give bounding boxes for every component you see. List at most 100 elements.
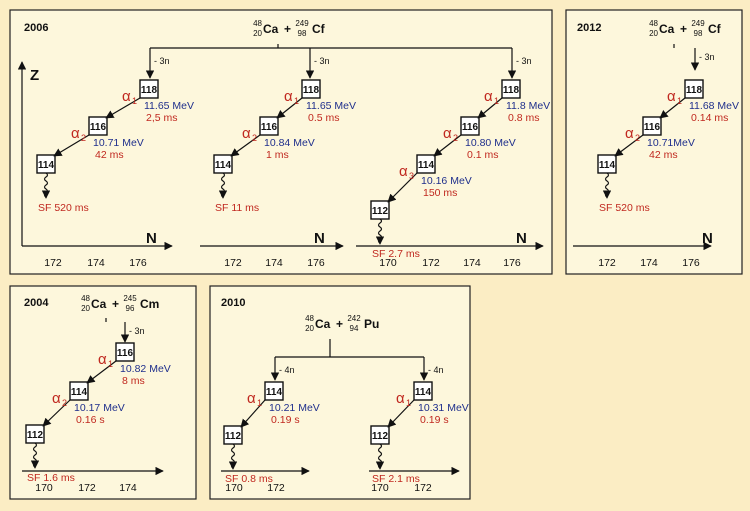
alpha-symbol: α <box>484 88 493 105</box>
plus-sign: + <box>680 22 687 36</box>
nucleus-box <box>642 116 662 136</box>
nucleus-box <box>88 116 108 136</box>
nucleus-box <box>301 79 321 99</box>
neutron-number-tick: 172 <box>78 482 96 494</box>
decay-lifetime: 0.16 s <box>76 414 105 426</box>
nucleus-z-label: 118 <box>503 85 520 96</box>
decay-lifetime: 0.1 ms <box>467 149 499 161</box>
nucleus-z-label: 116 <box>644 122 661 133</box>
neutron-number-tick: 174 <box>265 257 283 269</box>
nucleus-z-label: 116 <box>261 122 278 133</box>
neutron-loss-label: - 3n <box>314 56 330 66</box>
neutron-number-tick: 174 <box>87 257 105 269</box>
alpha-symbol: α <box>284 88 293 105</box>
projectile-atomic-number: 20 <box>305 324 314 333</box>
neutron-loss-label: - 3n <box>129 326 145 336</box>
decay-lifetime: 42 ms <box>649 149 678 161</box>
spontaneous-fission-label: SF 1.6 ms <box>27 472 75 484</box>
alpha-index: 1 <box>132 96 137 106</box>
neutron-number-tick: 172 <box>422 257 440 269</box>
nucleus-z-label: 114 <box>215 160 232 171</box>
neutron-number-tick: 170 <box>379 257 397 269</box>
nucleus-box <box>684 79 704 99</box>
alpha-symbol: α <box>625 125 634 142</box>
target-mass-number: 242 <box>347 314 361 323</box>
panel-year: 2004 <box>24 297 49 309</box>
alpha-energy: 11.8 MeV <box>506 100 550 112</box>
alpha-index: 1 <box>677 96 682 106</box>
panel-frame <box>565 9 743 275</box>
alpha-symbol: α <box>52 390 61 407</box>
decay-lifetime: 1 ms <box>266 149 289 161</box>
neutron-number-tick: 172 <box>598 257 616 269</box>
neutron-loss-label: - 3n <box>516 56 532 66</box>
panel-frame <box>9 9 553 275</box>
alpha-energy: 10.17 MeV <box>74 402 125 414</box>
nucleus-z-label: 118 <box>303 85 320 96</box>
projectile-symbol: Ca <box>659 22 675 36</box>
alpha-energy: 10.84 MeV <box>264 137 315 149</box>
alpha-energy: 10.71MeV <box>647 137 695 149</box>
spontaneous-fission-label: SF 2.1 ms <box>372 473 420 485</box>
spontaneous-fission-label: SF 520 ms <box>38 202 89 214</box>
target-symbol: Pu <box>364 317 379 331</box>
alpha-decay-arrow <box>387 172 418 203</box>
alpha-symbol: α <box>443 125 452 142</box>
decay-lifetime: 0.19 s <box>420 414 449 426</box>
neutron-number-tick: 170 <box>225 482 243 494</box>
alpha-symbol: α <box>396 390 405 407</box>
neutron-number-tick: 172 <box>224 257 242 269</box>
plus-sign: + <box>284 22 291 36</box>
decay-lifetime: 0.5 ms <box>308 112 340 124</box>
nucleus-z-label: 116 <box>90 122 107 133</box>
neutron-loss-label: - 3n <box>699 52 715 62</box>
panel-year: 2006 <box>24 22 48 34</box>
neutron-number-tick: 170 <box>371 482 389 494</box>
nucleus-z-label: 112 <box>372 431 389 442</box>
nucleus-z-label: 114 <box>266 387 283 398</box>
nucleus-box <box>69 381 89 401</box>
alpha-symbol: α <box>399 163 408 180</box>
plus-sign: + <box>336 317 343 331</box>
nucleus-box <box>264 381 284 401</box>
decay-lifetime: 2,5 ms <box>146 112 178 124</box>
neutron-number-tick: 174 <box>119 482 137 494</box>
alpha-index: 3 <box>409 171 414 181</box>
neutron-number-tick: 174 <box>640 257 658 269</box>
nucleus-z-label: 114 <box>415 387 432 398</box>
nucleus-z-label: 114 <box>418 160 435 171</box>
alpha-energy: 11.65 MeV <box>144 100 194 112</box>
projectile-atomic-number: 20 <box>649 29 658 38</box>
projectile-mass-number: 48 <box>305 314 314 323</box>
neutron-number-tick: 174 <box>463 257 481 269</box>
alpha-index: 1 <box>406 398 411 408</box>
alpha-index: 2 <box>81 133 86 143</box>
alpha-symbol: α <box>242 125 251 142</box>
alpha-symbol: α <box>71 125 80 142</box>
panel-frame <box>9 285 197 500</box>
alpha-symbol: α <box>122 88 131 105</box>
alpha-energy: 10.21 MeV <box>269 402 320 414</box>
target-atomic-number: 94 <box>350 324 359 333</box>
alpha-decay-arrow <box>659 97 686 119</box>
projectile-mass-number: 48 <box>253 19 262 28</box>
neutron-number-tick: 172 <box>414 482 432 494</box>
projectile-atomic-number: 20 <box>81 304 90 313</box>
target-atomic-number: 98 <box>298 29 307 38</box>
nucleus-box <box>259 116 279 136</box>
nucleus-z-label: 116 <box>117 348 134 359</box>
alpha-index: 1 <box>108 359 113 369</box>
alpha-decay-arrow <box>105 97 141 119</box>
n-axis-label: N <box>516 230 527 247</box>
nucleus-box <box>115 342 135 362</box>
projectile-symbol: Ca <box>91 297 107 311</box>
neutron-number-tick: 176 <box>682 257 700 269</box>
neutron-number-tick: 176 <box>503 257 521 269</box>
